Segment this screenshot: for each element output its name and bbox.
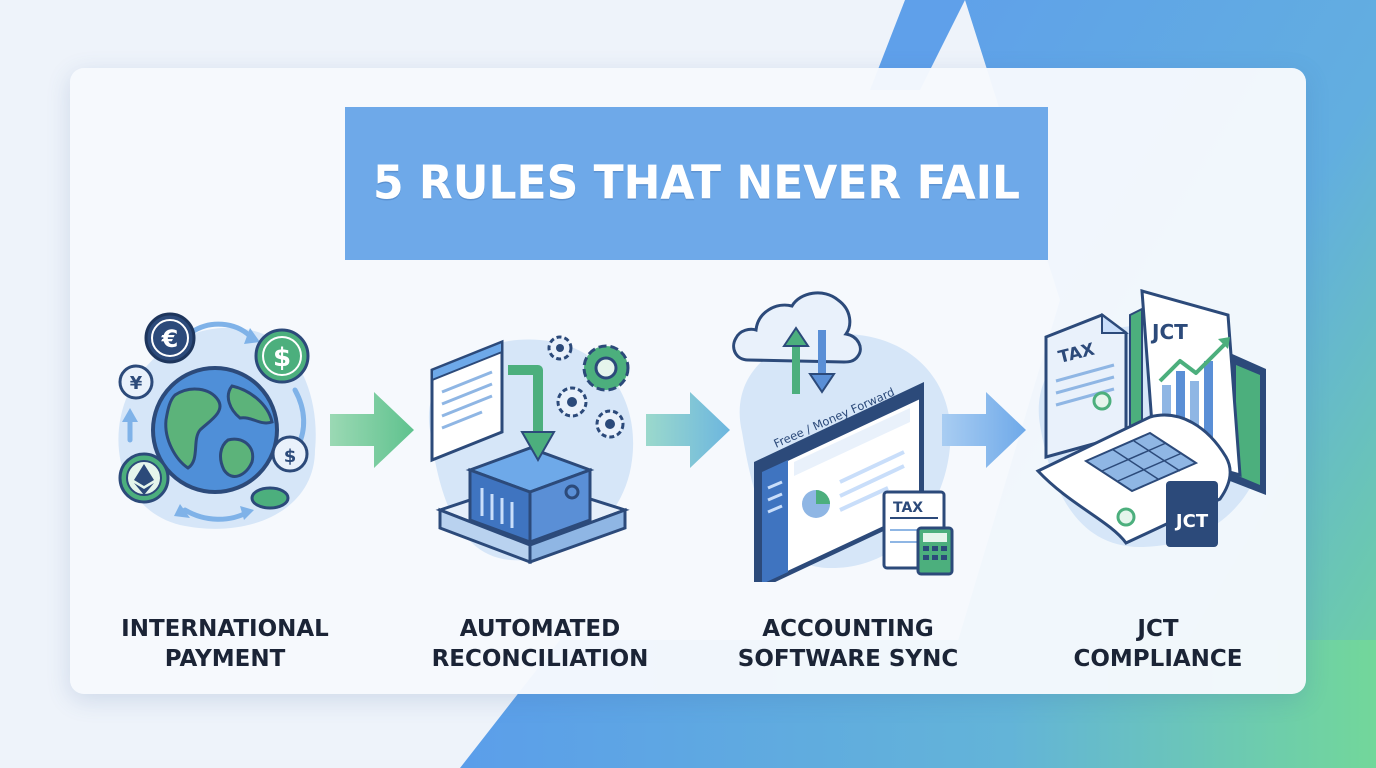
page-title: 5 RULES THAT NEVER FAIL: [372, 156, 1021, 211]
svg-text:¥: ¥: [130, 373, 143, 394]
step-label-line2: PAYMENT: [164, 646, 286, 672]
svg-text:$: $: [284, 446, 297, 467]
flow-arrow-2: [646, 392, 730, 468]
tax-document-icon: [1044, 313, 1129, 459]
gear-icon: [547, 335, 630, 439]
document-icon: [430, 339, 504, 463]
yen-coin-icon: ¥: [118, 364, 154, 400]
flow-arrow-1: [330, 392, 414, 468]
server-box-icon: [465, 446, 595, 545]
step-label-line1: INTERNATIONAL: [121, 616, 329, 642]
step-label-line2: SOFTWARE SYNC: [737, 646, 959, 672]
step-label-line1: AUTOMATED: [459, 616, 621, 642]
browser-window-icon: [754, 382, 924, 582]
calculator-icon: [882, 490, 954, 576]
step-label-line2: RECONCILIATION: [431, 646, 649, 672]
step-label-international-payment: INTERNATIONAL PAYMENT: [105, 614, 345, 674]
accounting-software-sync-illustration: Freee / Money Forward TAX: [732, 291, 954, 582]
step-label-accounting-software-sync: ACCOUNTING SOFTWARE SYNC: [728, 614, 968, 674]
jct-badge-icon: [1166, 481, 1218, 547]
cloud-sync-icon: [732, 291, 862, 394]
ethereum-coin-icon: [118, 452, 170, 504]
dollar-coin-icon: $: [254, 328, 310, 384]
step-label-line2: COMPLIANCE: [1073, 646, 1243, 672]
euro-coin-icon: €: [144, 312, 196, 364]
report-label: JCT: [1150, 320, 1188, 344]
step-label-automated-reconciliation: AUTOMATED RECONCILIATION: [420, 614, 660, 674]
step-label-line1: JCT: [1137, 616, 1179, 642]
svg-text:€: €: [161, 325, 179, 353]
automated-reconciliation-illustration: [428, 335, 634, 565]
svg-text:$: $: [273, 343, 291, 373]
flow-arrow-3: [942, 392, 1026, 468]
jct-compliance-illustration: JCT TAX JCT: [1035, 288, 1267, 547]
title-banner: 5 RULES THAT NEVER FAIL: [345, 107, 1048, 260]
globe-icon: [151, 366, 279, 494]
tax-card-label: TAX: [893, 500, 923, 516]
jct-badge: JCT: [1174, 511, 1209, 532]
step-label-jct-compliance: JCT COMPLIANCE: [1038, 614, 1278, 674]
international-payment-illustration: € $ ¥ $: [118, 312, 316, 529]
dollar-coin-small-icon: $: [271, 435, 309, 473]
step-label-line1: ACCOUNTING: [762, 616, 934, 642]
